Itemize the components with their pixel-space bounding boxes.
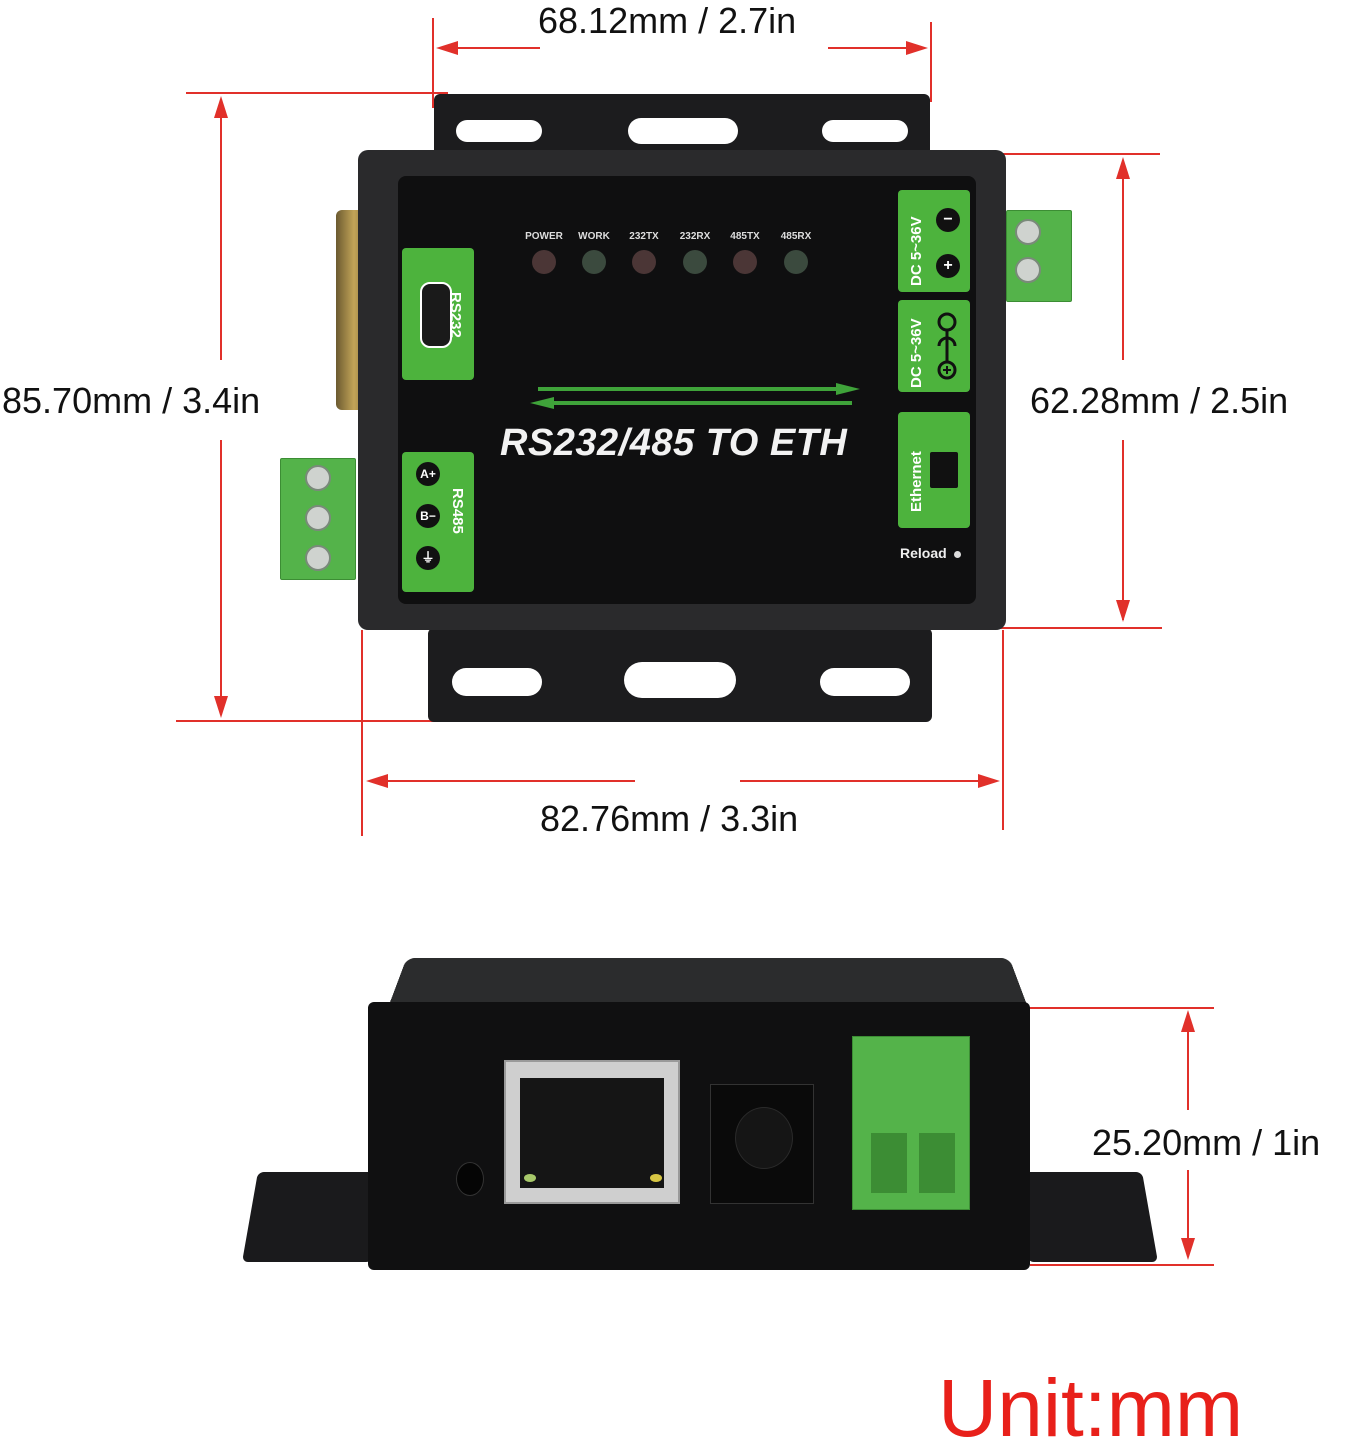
- led-work: [582, 250, 606, 274]
- arrow-down-icon: [1181, 1238, 1195, 1260]
- bidirectional-arrow-icon: [530, 381, 860, 411]
- activity-led: [650, 1174, 662, 1182]
- dc-jack-panel: DC 5~36V: [898, 300, 970, 392]
- rs232-panel: RS232: [402, 248, 474, 380]
- rs485-label: RS485: [449, 488, 466, 534]
- dc-polarity-icon: [934, 310, 960, 382]
- dim-extension-line: [361, 630, 363, 836]
- led-label: 232TX: [629, 231, 659, 242]
- arrow-up-icon: [1116, 157, 1130, 179]
- minus-icon: −: [936, 208, 960, 232]
- dim-extension-line: [930, 22, 932, 102]
- reload-text: Reload: [900, 545, 947, 561]
- dim-extension-line: [1000, 627, 1162, 629]
- dim-label-depth: 25.20mm / 1in: [1092, 1122, 1321, 1163]
- device-top-surface: [388, 958, 1028, 1006]
- screw-icon: [305, 505, 331, 531]
- link-led: [524, 1174, 536, 1182]
- side-flange-left: [242, 1172, 388, 1262]
- dc-jack-label: DC 5~36V: [908, 318, 925, 388]
- screw-icon: [305, 465, 331, 491]
- dim-extension-line: [1030, 1264, 1214, 1266]
- dim-line-depth: [1187, 1170, 1189, 1256]
- dim-line-overall-height: [220, 100, 222, 360]
- dim-label-top-width: 68.12mm / 2.7in: [538, 0, 797, 41]
- db9-port-icon: [420, 282, 452, 348]
- arrow-up-icon: [214, 96, 228, 118]
- arrow-left-icon: [436, 41, 458, 55]
- mounting-slot: [822, 120, 908, 142]
- dc-terminal-label: DC 5~36V: [908, 216, 925, 286]
- mounting-slot: [456, 120, 542, 142]
- arrow-left-icon: [366, 774, 388, 788]
- led-label: 485TX: [730, 231, 760, 242]
- arrow-right-icon: [906, 41, 928, 55]
- dim-line-body-height: [1122, 160, 1124, 360]
- arrow-down-icon: [1116, 600, 1130, 622]
- dim-line-top-width: [828, 47, 920, 49]
- led-label: POWER: [525, 231, 563, 242]
- plus-icon: +: [936, 254, 960, 278]
- unit-note: Unit:mm: [938, 1363, 1244, 1454]
- arrow-down-icon: [214, 696, 228, 718]
- terminal-clamp: [919, 1133, 955, 1193]
- dim-line-depth: [1187, 1015, 1189, 1110]
- rj45-port: [504, 1060, 680, 1204]
- dim-extension-line: [1030, 1007, 1214, 1009]
- ethernet-panel: Ethernet: [898, 412, 970, 528]
- ground-icon: ⏚: [416, 546, 440, 570]
- led-label: WORK: [578, 231, 610, 242]
- led-label: 232RX: [679, 231, 711, 242]
- screw-icon: [1015, 257, 1041, 283]
- led-label: 485RX: [780, 231, 812, 242]
- arrow-right-icon: [978, 774, 1000, 788]
- dc-barrel-jack: [710, 1084, 814, 1204]
- rs485-panel: A+ B− ⏚ RS485: [402, 452, 474, 592]
- dim-extension-line: [186, 92, 448, 94]
- pin-a-icon: A+: [416, 462, 440, 486]
- led-232rx: [683, 250, 707, 274]
- mounting-slot: [820, 668, 910, 696]
- dim-label-overall-height: 85.70mm / 3.4in: [2, 380, 261, 421]
- ethernet-port-icon: [930, 452, 958, 488]
- screw-icon: [305, 545, 331, 571]
- dim-line-overall-width: [740, 780, 992, 782]
- led-485tx: [733, 250, 757, 274]
- reload-label: Reload: [900, 545, 961, 561]
- mounting-slot: [628, 118, 738, 144]
- led-232tx: [632, 250, 656, 274]
- dim-extension-line: [432, 18, 434, 108]
- dim-label-body-height: 62.28mm / 2.5in: [1030, 380, 1289, 421]
- rs232-label: RS232: [447, 292, 464, 338]
- dim-extension-line: [1002, 630, 1004, 830]
- arrow-up-icon: [1181, 1010, 1195, 1032]
- dim-line-overall-width: [375, 780, 635, 782]
- device-title: RS232/485 TO ETH: [500, 422, 848, 464]
- reset-hole: [456, 1162, 484, 1196]
- dc-terminal-panel: DC 5~36V − +: [898, 190, 970, 292]
- reload-button-icon: [953, 550, 961, 558]
- mounting-flange-bottom: [428, 628, 932, 722]
- screw-icon: [1015, 219, 1041, 245]
- side-flange-right: [1012, 1172, 1158, 1262]
- rs485-terminal-block: [280, 458, 356, 580]
- dim-extension-line: [176, 720, 438, 722]
- mounting-slot: [452, 668, 542, 696]
- dim-line-top-width: [445, 47, 540, 49]
- led-power: [532, 250, 556, 274]
- side-terminal-block: [852, 1036, 970, 1210]
- dim-line-overall-height: [220, 440, 222, 712]
- ethernet-label: Ethernet: [908, 451, 925, 512]
- dc-terminal-block: [1006, 210, 1072, 302]
- dim-extension-line: [1000, 153, 1160, 155]
- terminal-clamp: [871, 1133, 907, 1193]
- mounting-slot: [624, 662, 736, 698]
- dim-line-body-height: [1122, 440, 1124, 620]
- dim-label-overall-width: 82.76mm / 3.3in: [540, 798, 799, 839]
- led-485rx: [784, 250, 808, 274]
- pin-b-icon: B−: [416, 504, 440, 528]
- rj45-opening: [520, 1078, 664, 1188]
- dc-jack-pin: [735, 1107, 793, 1169]
